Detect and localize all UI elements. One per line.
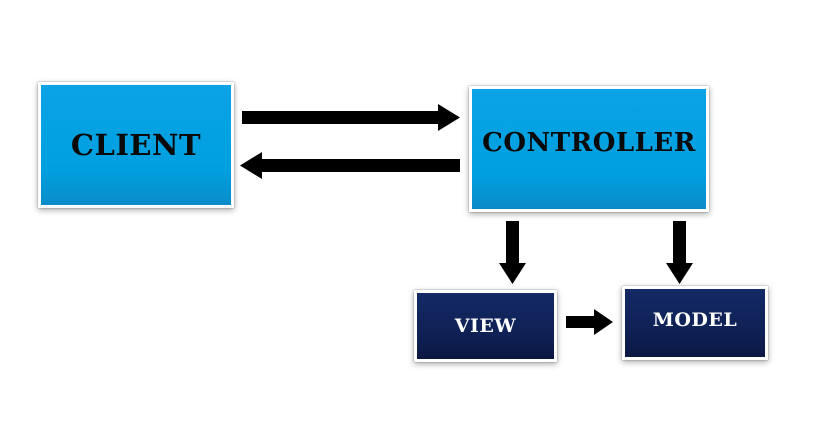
model-label: MODEL	[652, 309, 738, 331]
arrow-client-to-controller	[242, 104, 460, 131]
arrow-view-to-model	[566, 309, 613, 335]
view-box: VIEW	[414, 290, 557, 362]
arrow-controller-to-model	[666, 221, 693, 284]
controller-label: CONTROLLER	[482, 128, 696, 158]
view-label: VIEW	[454, 315, 517, 337]
client-label: CLIENT	[70, 128, 202, 162]
arrow-controller-to-view	[499, 221, 526, 284]
model-box: MODEL	[622, 286, 768, 360]
client-box: CLIENT	[38, 82, 234, 208]
arrow-controller-to-client	[240, 152, 460, 179]
controller-box: CONTROLLER	[469, 86, 709, 212]
